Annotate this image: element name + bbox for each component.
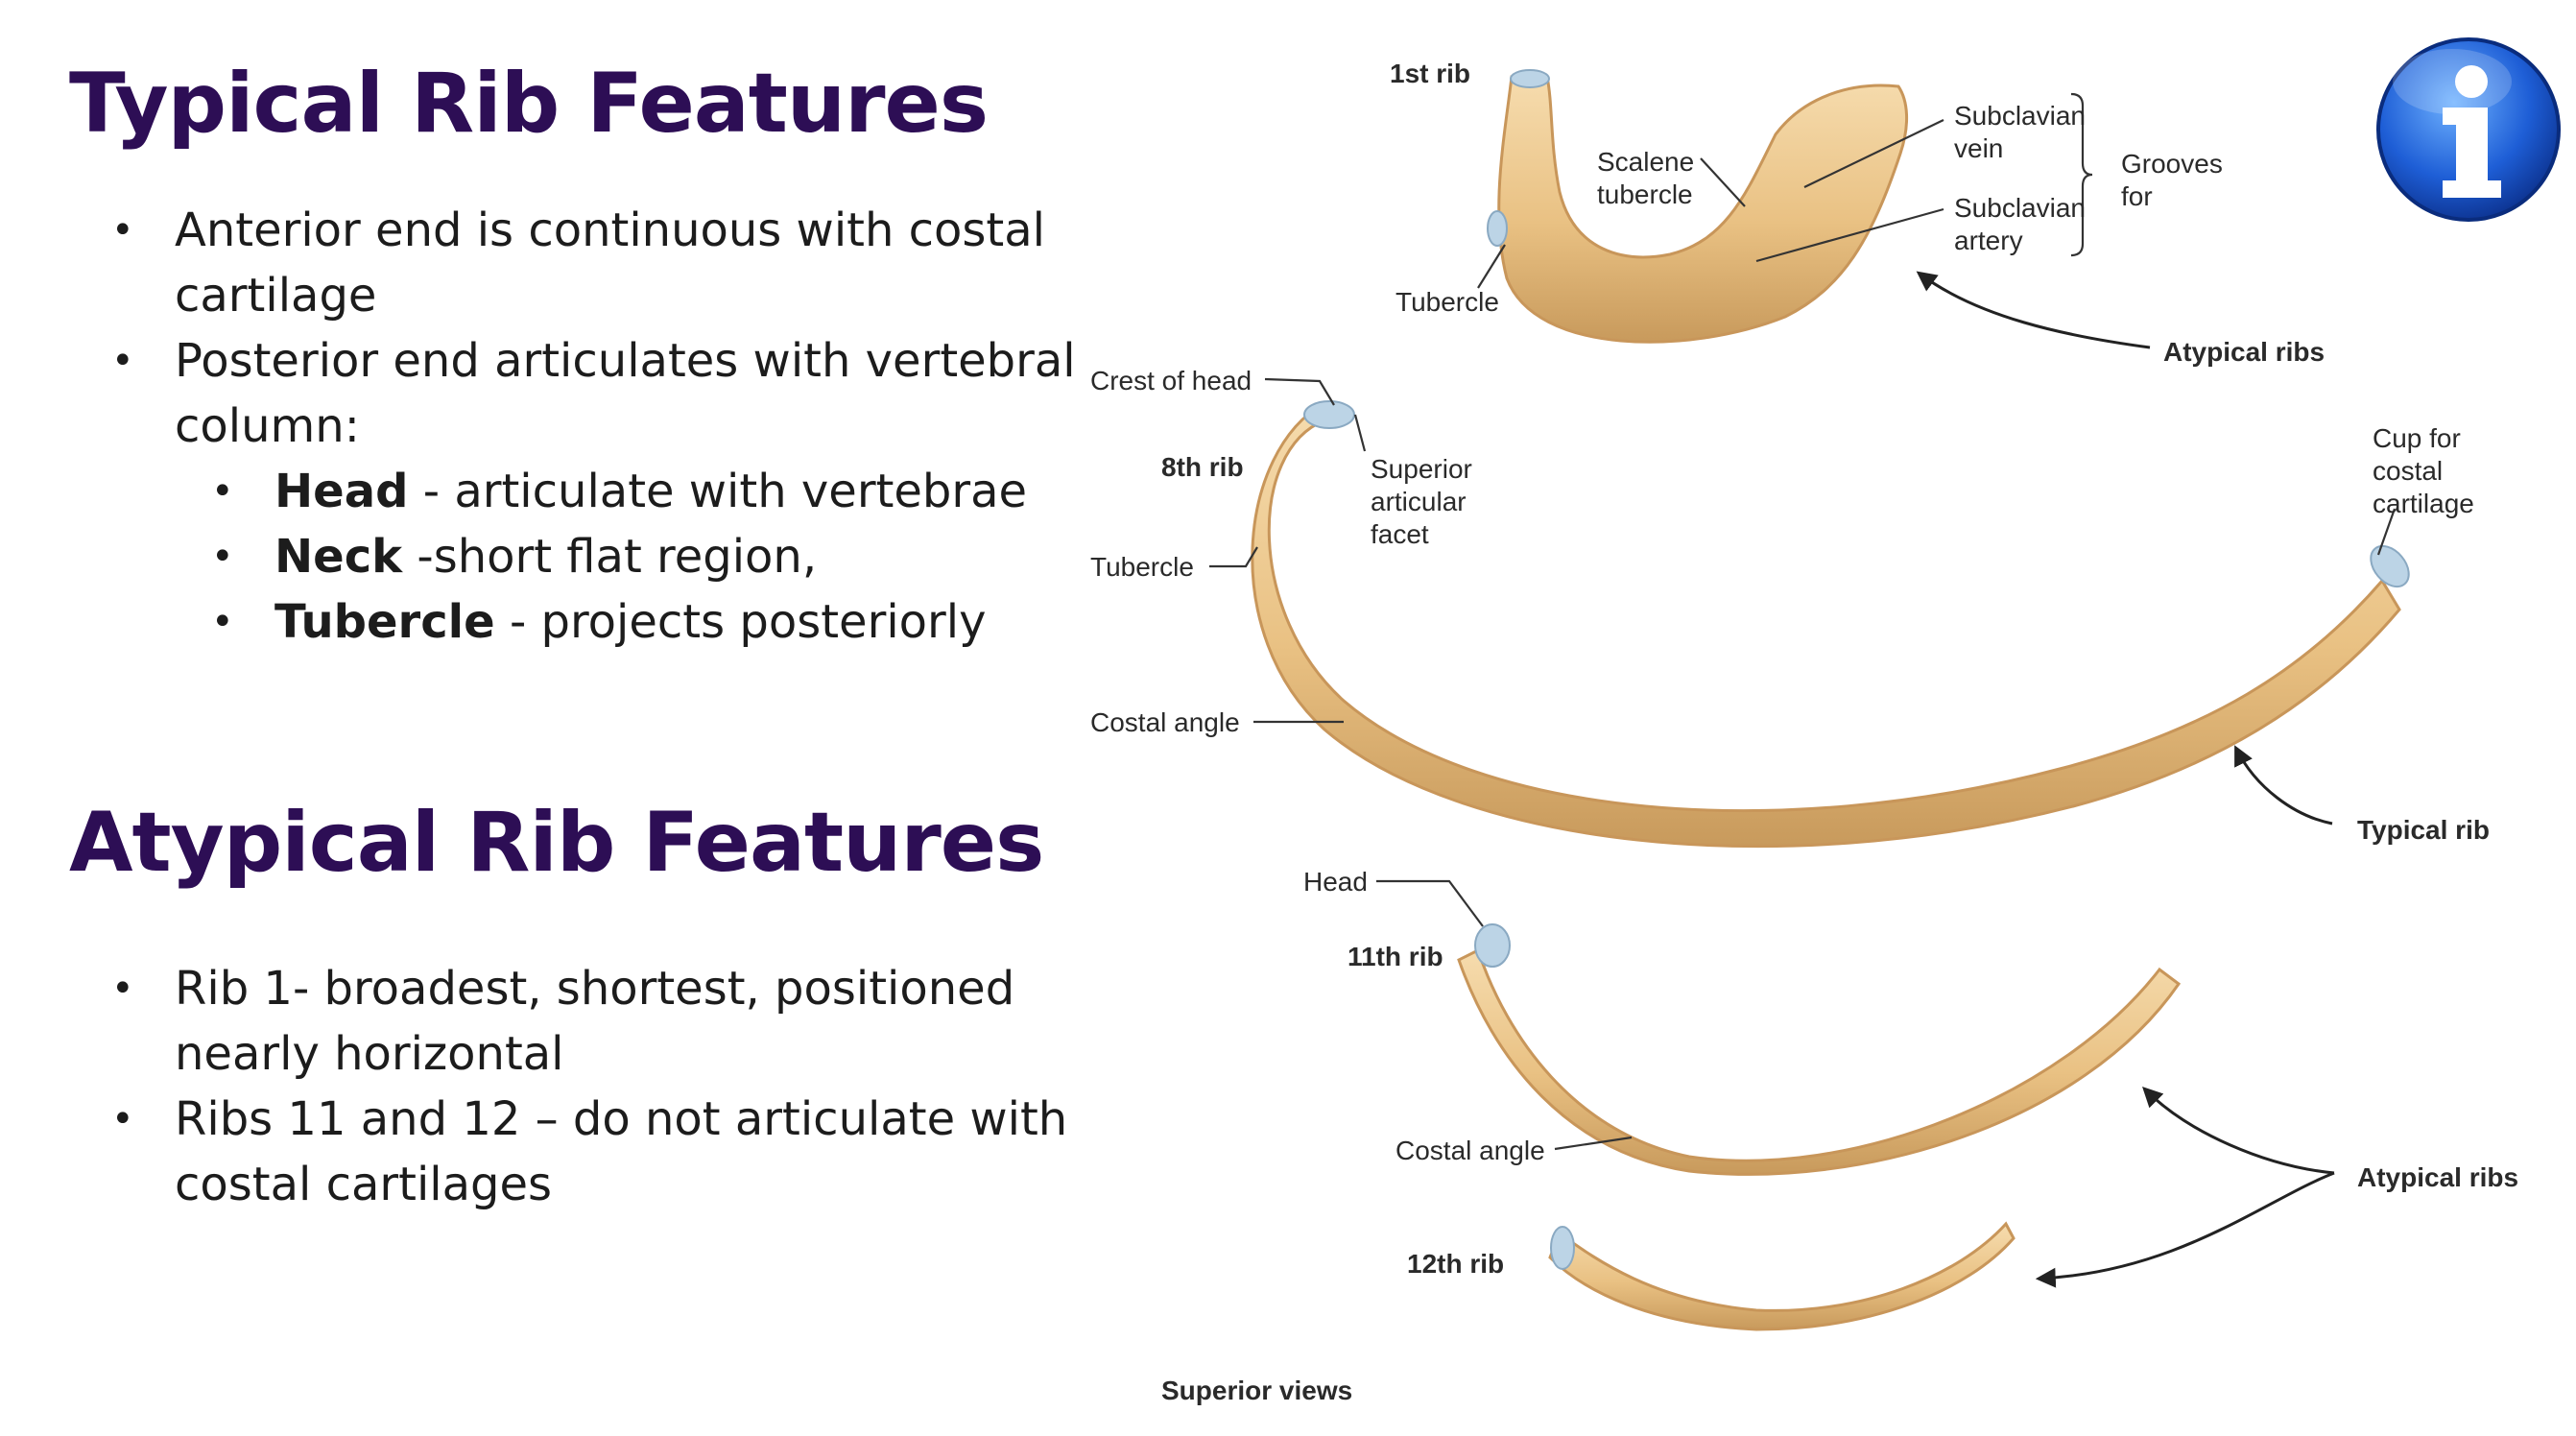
label-cup-2: costal xyxy=(2373,456,2443,486)
label-grooves-1: Grooves xyxy=(2121,149,2223,179)
label-scalene-tubercle-1: Scalene xyxy=(1597,147,1694,177)
first-rib xyxy=(1487,69,1909,344)
label-subclavian-artery-2: artery xyxy=(1954,226,2023,255)
label-eighth-rib: 8th rib xyxy=(1161,452,1244,482)
twelfth-rib xyxy=(1548,1221,2015,1331)
label-superior-views: Superior views xyxy=(1161,1376,1352,1405)
term-neck: Neck xyxy=(274,530,403,584)
label-costal-angle-11: Costal angle xyxy=(1395,1136,1545,1165)
typical-bullet-list: Anterior end is continuous with costal c… xyxy=(106,198,1134,655)
label-tubercle-8: Tubercle xyxy=(1090,552,1194,582)
label-superior-3: facet xyxy=(1371,519,1429,549)
label-grooves-2: for xyxy=(2121,181,2153,211)
label-cup-1: Cup for xyxy=(2373,423,2461,453)
label-atypical-ribs-bottom: Atypical ribs xyxy=(2357,1162,2518,1192)
list-item: Tubercle - projects posteriorly xyxy=(205,589,1134,655)
list-item: Posterior end articulates with vertebral… xyxy=(106,328,1134,459)
label-costal-angle-8: Costal angle xyxy=(1090,707,1240,737)
term-tubercle-desc: - projects posteriorly xyxy=(494,595,987,649)
term-head: Head xyxy=(274,465,409,518)
label-typical-rib: Typical rib xyxy=(2357,815,2490,845)
label-cup-3: cartilage xyxy=(2373,489,2474,518)
label-subclavian-artery-1: Subclavian xyxy=(1954,193,2086,223)
label-atypical-ribs-top: Atypical ribs xyxy=(2163,337,2325,367)
term-tubercle: Tubercle xyxy=(274,595,495,649)
term-head-desc: - articulate with vertebrae xyxy=(408,465,1028,518)
list-item: Rib 1- broadest, shortest, positioned ne… xyxy=(106,956,1096,1087)
label-crest-of-head: Crest of head xyxy=(1090,366,1252,395)
label-tubercle-1: Tubercle xyxy=(1395,287,1499,317)
list-item: Anterior end is continuous with costal c… xyxy=(106,198,1106,328)
info-icon[interactable] xyxy=(2376,37,2561,222)
label-twelfth-rib: 12th rib xyxy=(1407,1249,1504,1279)
label-superior-1: Superior xyxy=(1371,454,1472,484)
atypical-heading: Atypical Rib Features xyxy=(69,795,1044,891)
typical-heading: Typical Rib Features xyxy=(69,56,989,152)
term-neck-desc: -short flat region, xyxy=(402,530,818,584)
label-head: Head xyxy=(1303,867,1368,897)
list-item: Neck -short flat region, xyxy=(205,524,1134,589)
label-scalene-tubercle-2: tubercle xyxy=(1597,180,1693,209)
list-item: Ribs 11 and 12 – do not articulate with … xyxy=(106,1087,1134,1217)
eighth-rib xyxy=(1251,400,2410,849)
label-eleventh-rib: 11th rib xyxy=(1348,942,1443,971)
label-first-rib: 1st rib xyxy=(1390,59,1470,88)
label-subclavian-vein-2: vein xyxy=(1954,133,2003,163)
list-item: Head - articulate with vertebrae xyxy=(205,459,1134,524)
label-superior-2: articular xyxy=(1371,487,1467,516)
atypical-bullet-list: Rib 1- broadest, shortest, positioned ne… xyxy=(106,956,1134,1217)
eleventh-rib xyxy=(1457,923,2182,1176)
label-subclavian-vein-1: Subclavian xyxy=(1954,101,2086,131)
